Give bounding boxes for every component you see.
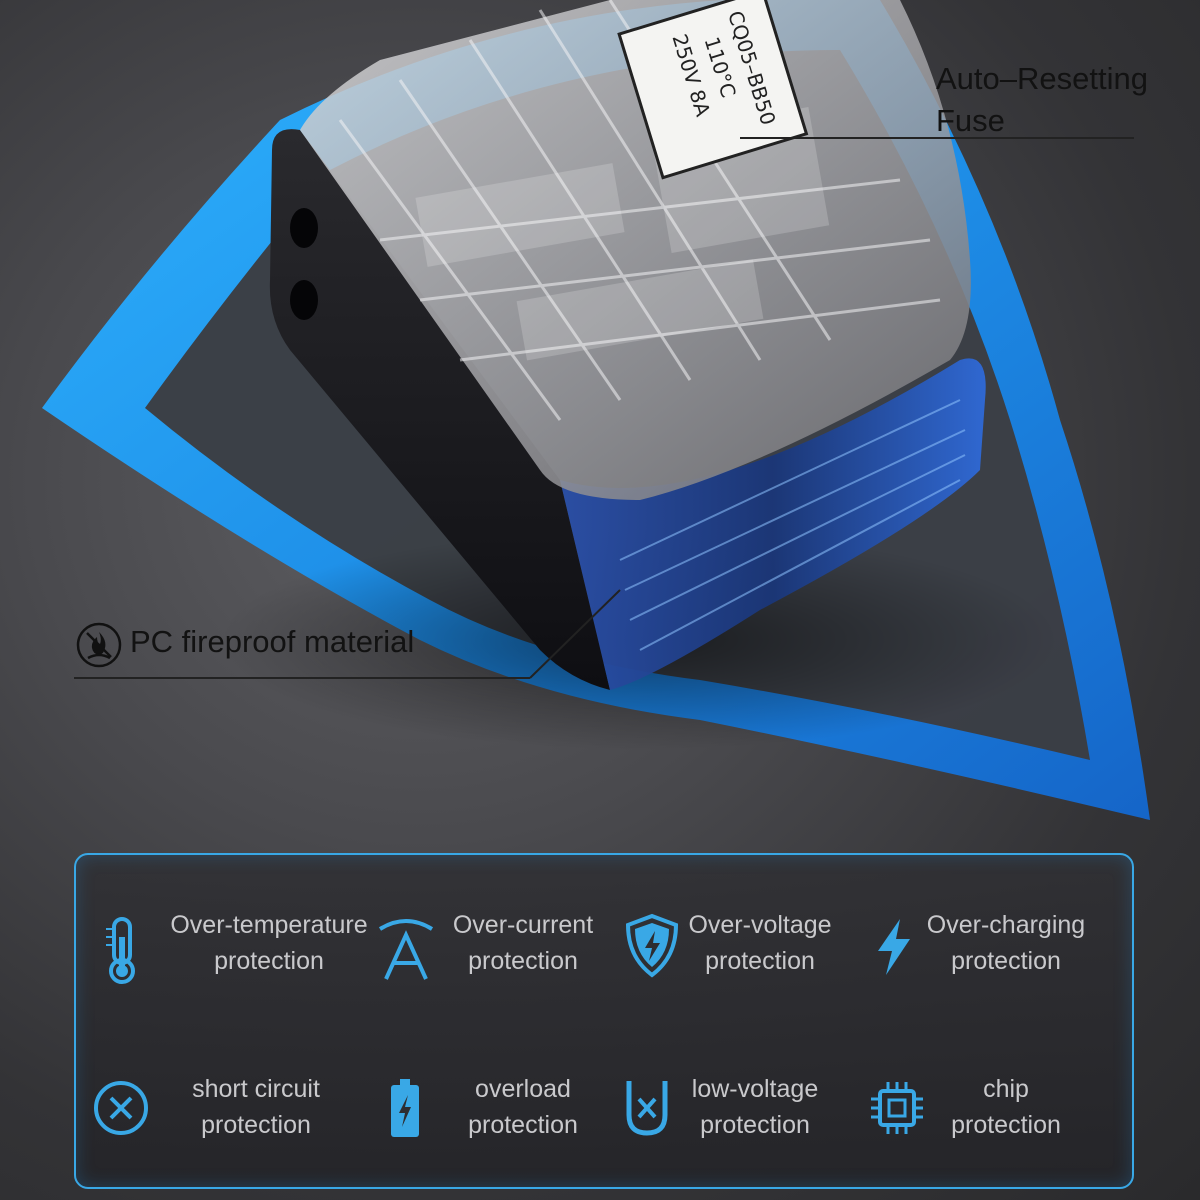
feature-chip: chip protection: [868, 1071, 1108, 1151]
feature-over-charging: Over-charging protection: [874, 907, 1124, 987]
chip-icon: [871, 1082, 923, 1134]
feature-line1: chip: [983, 1075, 1029, 1103]
feature-line2: protection: [705, 947, 815, 975]
fireproof-icon: [76, 622, 122, 668]
fuse-callout-line1: Auto–Resetting: [936, 61, 1148, 96]
feature-line1: Over-charging: [926, 911, 1086, 939]
feature-line1: short circuit: [192, 1075, 320, 1103]
current-icon: [378, 919, 434, 980]
feature-line1: Over-temperature: [170, 911, 368, 939]
charger-front-face: [560, 358, 986, 690]
feature-over-temperature: Over-temperature protection: [102, 907, 392, 987]
charger-left-face: [269, 129, 610, 690]
feature-line2: protection: [951, 947, 1061, 975]
fuse-callout-line2: Fuse: [936, 103, 1005, 138]
features-panel: Over-temperature protection Over-current…: [74, 853, 1134, 1189]
feature-line2: protection: [214, 947, 324, 975]
feature-line1: overload: [475, 1075, 571, 1103]
feature-line2: protection: [700, 1111, 810, 1139]
feature-line2: protection: [201, 1111, 311, 1139]
feature-line2: protection: [951, 1111, 1061, 1139]
low-voltage-icon: [626, 1081, 668, 1136]
fuse-callout: Auto–Resetting Fuse: [936, 58, 1148, 142]
shield-bolt-icon: [625, 913, 679, 978]
feature-line2: protection: [468, 1111, 578, 1139]
feature-over-voltage: Over-voltage protection: [624, 907, 854, 987]
feature-short-circuit: short circuit protection: [92, 1071, 392, 1151]
feature-overload: overload protection: [388, 1071, 608, 1151]
battery-icon: [391, 1079, 419, 1137]
feature-low-voltage: low-voltage protection: [624, 1071, 854, 1151]
x-circle-icon: [94, 1081, 148, 1135]
fuse-sticker: CQ05–BB50 110°C 250V 8A: [617, 0, 809, 180]
pc-callout: PC fireproof material: [130, 624, 415, 659]
feature-line1: Over-current: [452, 911, 594, 939]
feature-line1: Over-voltage: [688, 911, 832, 939]
feature-over-current: Over-current protection: [376, 907, 616, 987]
thermometer-icon: [106, 917, 135, 984]
feature-line2: protection: [468, 947, 578, 975]
feature-line1: low-voltage: [691, 1075, 819, 1103]
lightning-icon: [878, 919, 910, 975]
